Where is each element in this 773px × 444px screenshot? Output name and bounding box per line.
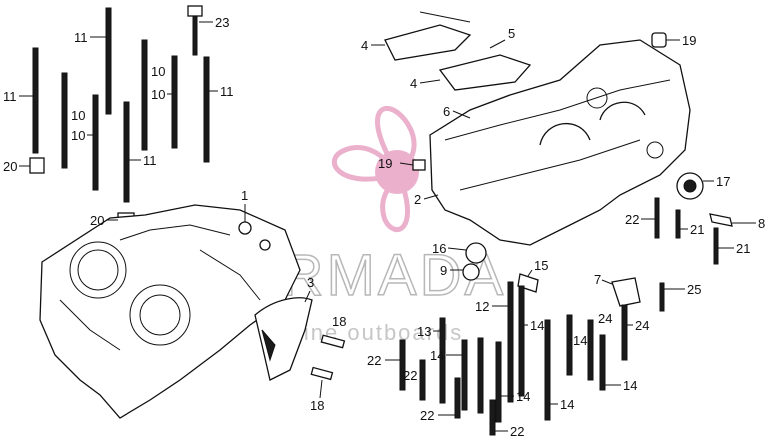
callout-22: 22 <box>403 368 417 383</box>
part-3-cover <box>254 297 313 381</box>
callout-13: 13 <box>417 324 431 339</box>
callout-14: 14 <box>516 389 530 404</box>
left-studs <box>29 5 210 230</box>
callout-24: 24 <box>635 318 649 333</box>
callout-9: 9 <box>440 263 447 278</box>
callout-6: 6 <box>443 104 450 119</box>
lower-crankcase <box>39 204 301 419</box>
callout-11: 11 <box>74 30 88 45</box>
callout-22: 22 <box>367 353 381 368</box>
callout-14: 14 <box>573 333 587 348</box>
callout-4: 4 <box>410 76 417 91</box>
callout-16: 16 <box>432 241 446 256</box>
callout-18: 18 <box>310 398 324 413</box>
callout-19: 19 <box>682 33 696 48</box>
callout-14: 14 <box>623 378 637 393</box>
callout-15: 15 <box>534 258 548 273</box>
callout-3: 3 <box>307 275 314 290</box>
right-small-parts <box>412 32 733 312</box>
callout-20: 20 <box>3 159 17 174</box>
callout-8: 8 <box>758 216 765 231</box>
callout-10: 10 <box>151 64 165 79</box>
callout-10: 10 <box>71 108 85 123</box>
callout-19: 19 <box>378 156 392 171</box>
propeller-logo <box>331 105 419 232</box>
callout-14: 14 <box>430 348 444 363</box>
lower-bolts <box>399 281 628 436</box>
callout-21: 21 <box>736 241 750 256</box>
callout-4: 4 <box>361 38 368 53</box>
callout-24: 24 <box>598 311 612 326</box>
callout-22: 22 <box>625 212 639 227</box>
callout-11: 11 <box>143 153 157 168</box>
callout-11: 11 <box>3 89 17 104</box>
upper-crankcase <box>429 39 691 246</box>
callout-1: 1 <box>241 188 248 203</box>
callout-20: 20 <box>90 213 104 228</box>
callout-12: 12 <box>475 299 489 314</box>
baffle-plates <box>384 11 532 91</box>
callout-14: 14 <box>530 318 544 333</box>
callout-10: 10 <box>71 128 85 143</box>
callout-22: 22 <box>420 408 434 423</box>
callout-14: 14 <box>560 397 574 412</box>
callout-17: 17 <box>716 174 730 189</box>
callout-2: 2 <box>414 192 421 207</box>
callout-10: 10 <box>151 87 165 102</box>
callout-5: 5 <box>508 26 515 41</box>
callout-labels: 23 11 11 10 10 11 10 10 11 20 20 1 3 18 … <box>3 15 765 439</box>
callout-22: 22 <box>510 424 524 439</box>
callout-25: 25 <box>687 282 701 297</box>
part-18-bolts <box>310 334 346 381</box>
callout-23: 23 <box>215 15 229 30</box>
callout-7: 7 <box>594 272 601 287</box>
callout-11: 11 <box>220 84 234 99</box>
callout-18: 18 <box>332 314 346 329</box>
callout-21: 21 <box>690 222 704 237</box>
